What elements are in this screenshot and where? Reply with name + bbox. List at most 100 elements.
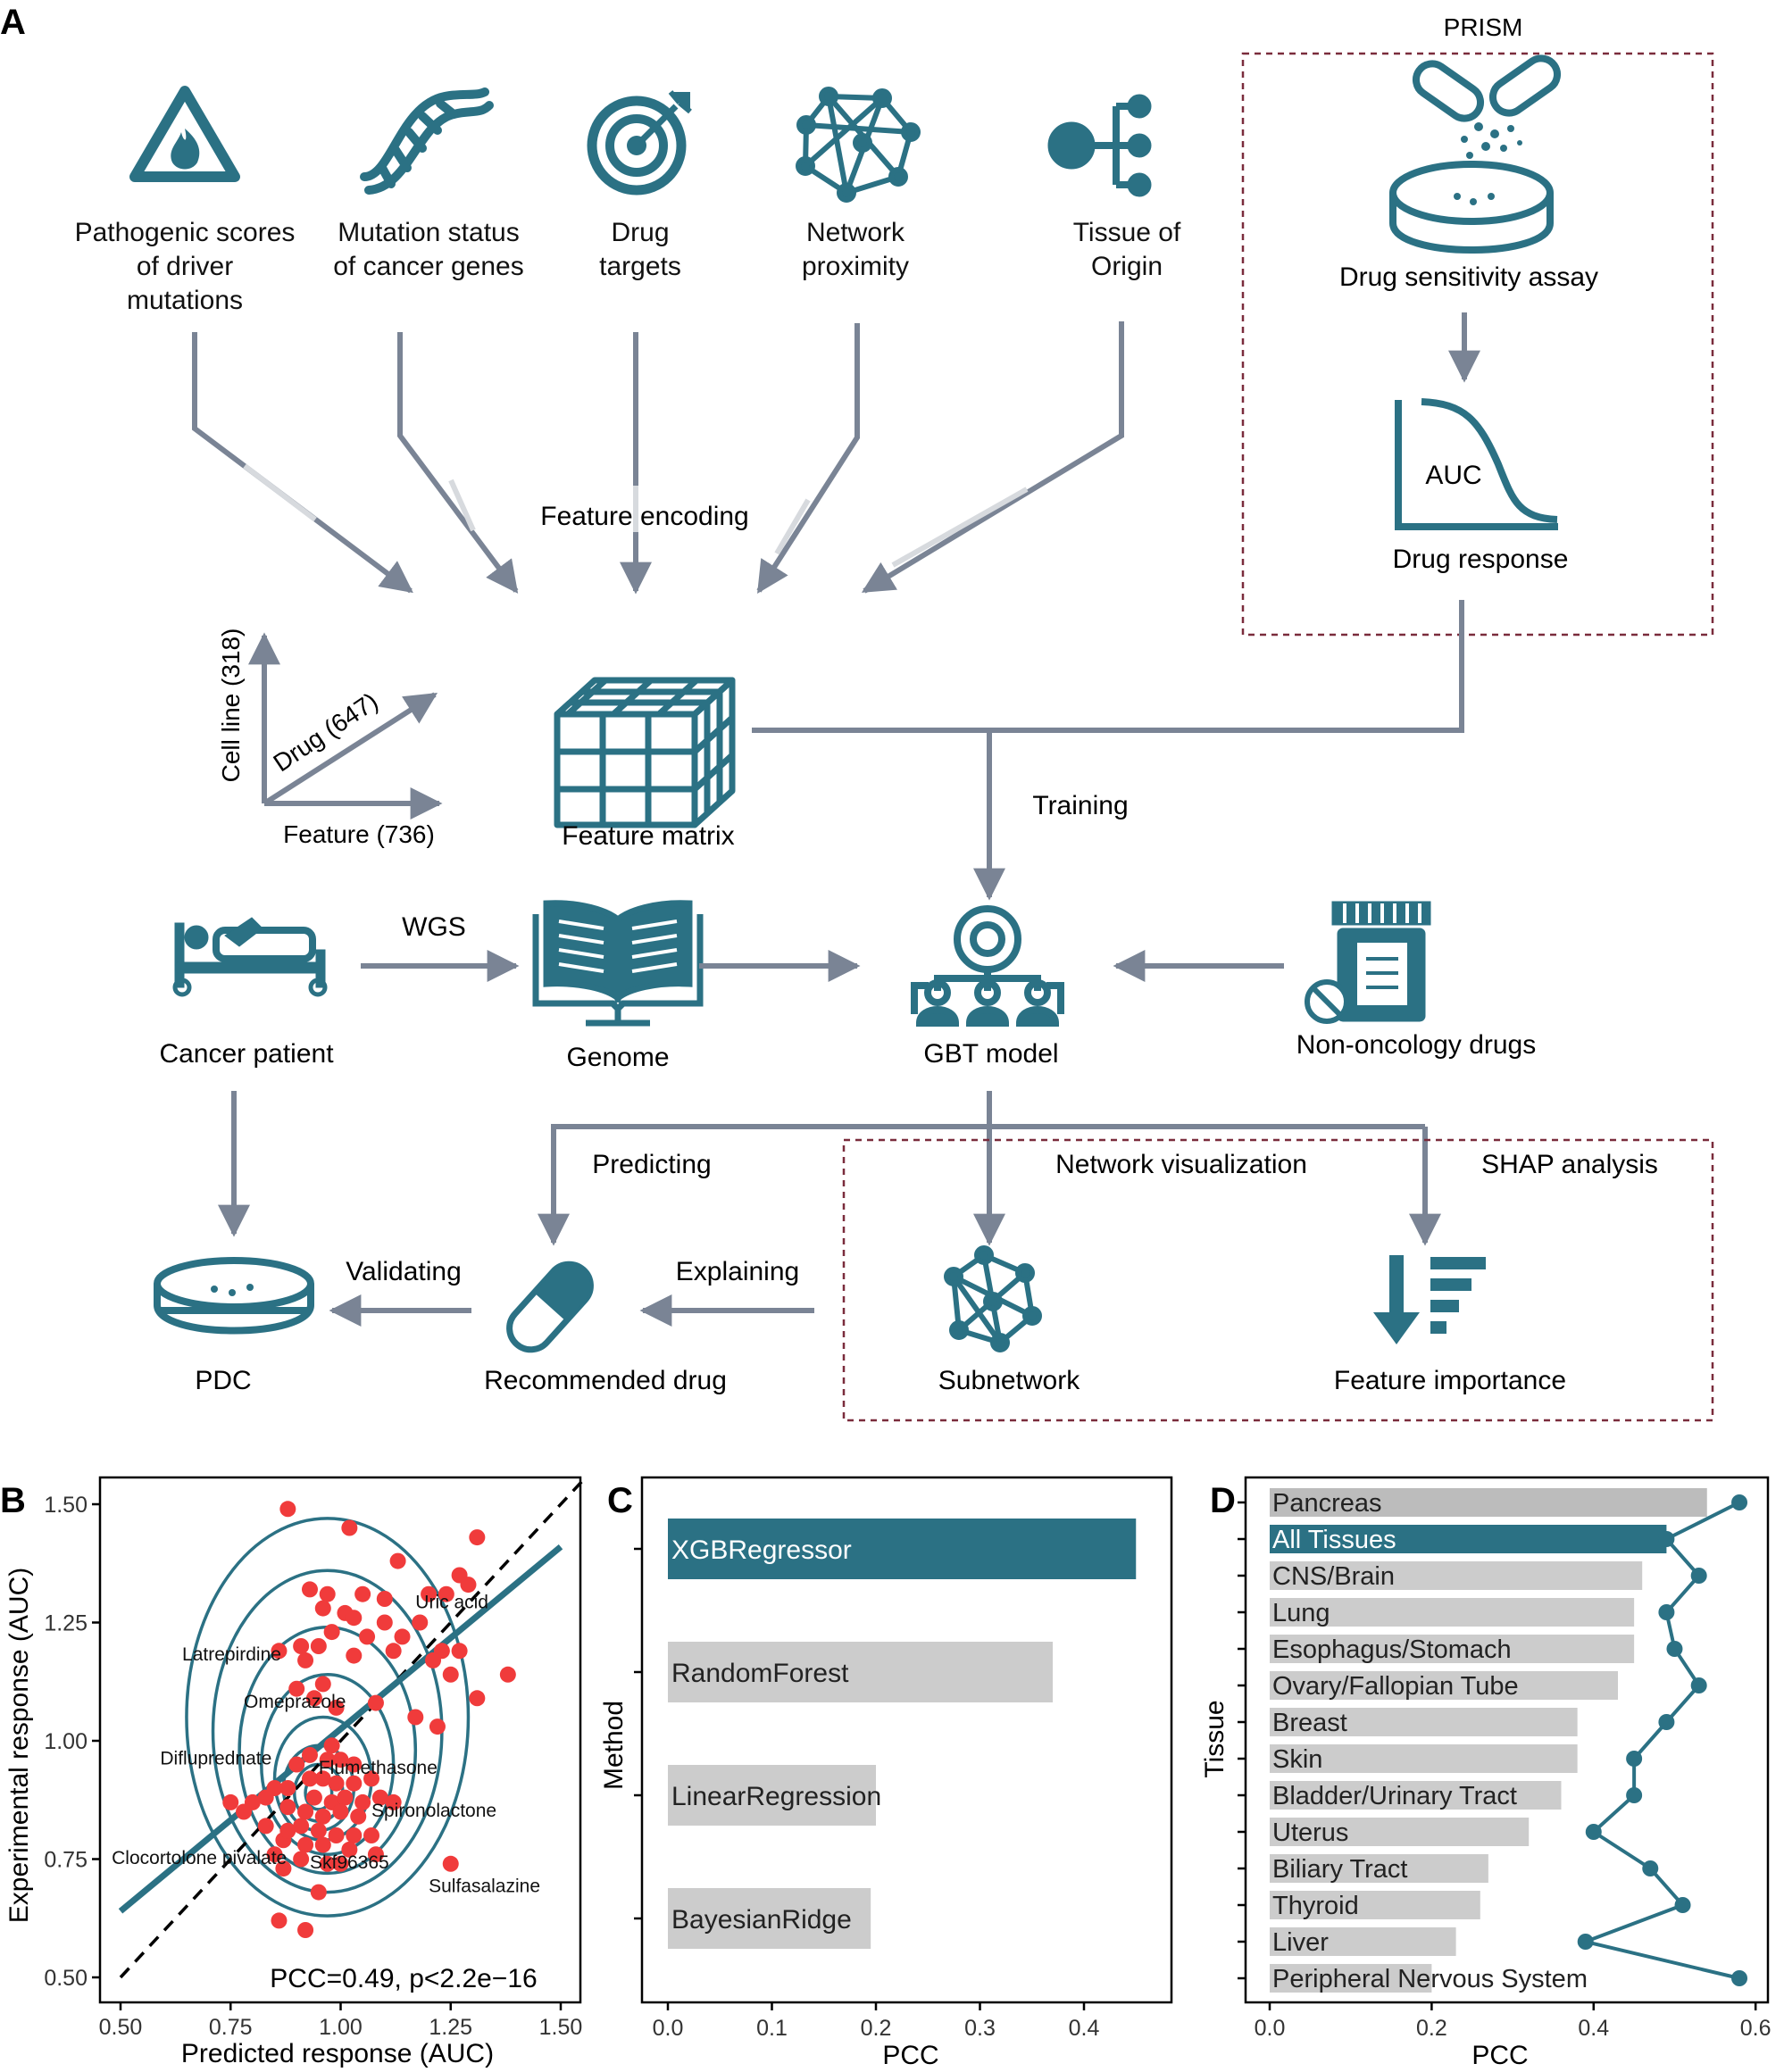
scatter-point [279,1780,296,1796]
scatter-point [279,1799,296,1816]
pdc-label: PDC [195,1366,251,1395]
scatter-point [412,1614,429,1631]
scatter-point [279,1501,296,1518]
network-visualization-label: Network visualization [1055,1150,1307,1179]
tissue-line-point [1690,1568,1707,1584]
assay-label: Drug sensitivity assay [1339,262,1598,292]
capsule-icon [506,1261,594,1353]
gbt-tree-icon [911,905,1064,1027]
scatter-point [328,1775,345,1792]
axis-feature: Feature (736) [283,820,435,848]
y-tick-label: 0.75 [44,1848,88,1873]
scatter-point [301,1581,318,1598]
scatter-point [451,1643,468,1660]
tissue-bar [1270,1525,1667,1553]
wgs-label: WGS [402,912,466,942]
tissue-bar-label: CNS/Brain [1272,1562,1395,1591]
scatter-point [314,1676,331,1693]
scatter-point [305,1690,322,1707]
target-icon [587,90,692,196]
scatter-point [257,1818,274,1835]
scatter-point [301,1746,318,1763]
x-tick-label: 0.3 [964,2016,996,2041]
scatter-point [341,1841,358,1858]
scatter-point [275,1860,292,1877]
scatter-point [346,1827,363,1843]
scatter-point [288,1680,305,1697]
tissue-bar [1270,1671,1618,1700]
prism-title: PRISM [1444,13,1523,41]
scatter-drug-label: Sulfasalazine [429,1876,540,1897]
feature-importance-label: Feature importance [1334,1366,1566,1395]
arrow-pathogenic [192,332,413,594]
x-tick-label: 0.1 [756,2016,788,2041]
scatter-point [341,1519,358,1536]
x-tick-label: 0.0 [1255,2016,1286,2041]
tissue-bar-label: Ovary/Fallopian Tube [1272,1672,1519,1701]
tissue-plot-area [1244,1476,1770,2004]
tissue-bar-label: Biliary Tract [1272,1855,1407,1884]
scatter-point [337,1789,354,1806]
scatter-point [297,1652,314,1668]
method-bar-label: BayesianRidge [671,1905,852,1935]
scatter-drug-label: Omeprazole [244,1692,346,1712]
tissue-line-point [1658,1531,1675,1547]
scatter-point [367,1846,384,1863]
validating-label: Validating [346,1257,462,1286]
identity-line [119,1479,584,1979]
y-tick-label: 1.00 [44,1729,88,1754]
y-tick-label: 0.50 [44,1966,88,1991]
explaining-label: Explaining [676,1257,799,1286]
predicting-label: Predicting [592,1150,711,1179]
recommended-drug-label: Recommended drug [484,1366,727,1395]
method-bar-label: RandomForest [671,1659,849,1688]
scatter-point [301,1770,318,1787]
cube-icon [554,677,736,828]
scatter-point [328,1827,345,1843]
network-icon [796,87,921,203]
scatter-point [310,1884,327,1901]
scatter-drug-label: Latrepirdine [182,1644,281,1665]
subnetwork-label: Subnetwork [938,1366,1080,1395]
scatter-point [421,1585,438,1602]
tissue-line-point [1626,1787,1643,1803]
density-contour [260,1673,396,1856]
panel-a-letter: A [0,3,26,42]
x-tick-label: 0.4 [1069,2016,1100,2041]
prism-box [1241,52,1714,637]
scatter-drug-label: Flumethasone [319,1758,438,1778]
pills-petri-icon [1389,54,1562,254]
x-tick-label: 0.6 [1740,2016,1771,2041]
open-book-icon [532,900,704,1027]
dna-icon [360,87,494,195]
tissue-line-point [1585,1824,1602,1840]
panel-a: A PRISM [0,3,1714,1422]
feature-axes [248,632,443,820]
x-tick-label: 1.00 [319,2015,363,2040]
scatter-point [319,1855,336,1872]
tissue-bar [1270,1561,1643,1590]
tissue-bar [1270,1708,1578,1736]
scatter-point [310,1822,327,1839]
scatter-point [222,1793,239,1810]
tissue-line-point [1658,1714,1675,1730]
scatter-point [363,1770,380,1787]
tissue-line-point [1642,1860,1659,1876]
tissue-bar-label: Peripheral Nervous System [1272,1965,1588,1993]
scatter-drug-label: Uric acid [415,1593,488,1613]
scatter-point [359,1628,376,1645]
drug-response-label: Drug response [1393,545,1569,574]
scatter-point [319,1585,336,1602]
x-tick-label: 0.50 [99,2015,143,2040]
scatter-point [328,1699,345,1716]
scatter-point [425,1652,442,1668]
scatter-drug-label: Difluprednate [160,1749,271,1769]
scatter-drug-label: Clocortolone pivalate [112,1848,287,1868]
arrow-predicting [538,1124,1425,1246]
panel-b: B Uric acidLatrepirdineOmeprazoleDiflupr… [0,1476,584,2068]
scatter-point [293,1851,310,1868]
